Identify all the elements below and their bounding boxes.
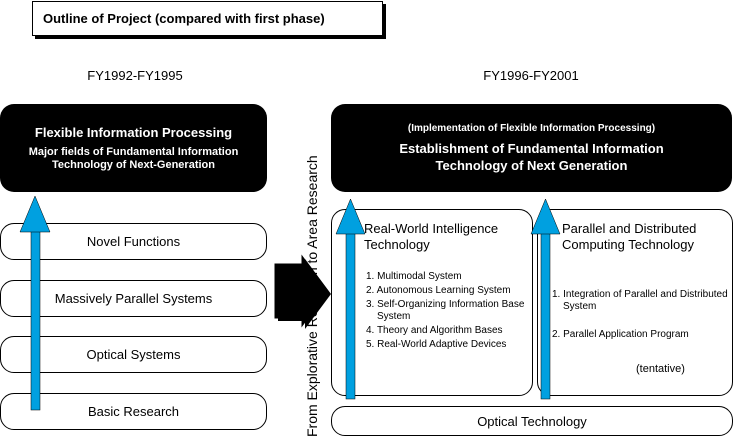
optical-technology-bar: Optical Technology	[331, 406, 733, 436]
list-item: 2. Autonomous Learning System	[366, 285, 511, 296]
right-header-box: (Implementation of Flexible Information …	[331, 104, 732, 192]
left-box-subtitle-2: Technology of Next-Generation	[52, 158, 215, 171]
left-item-massively-parallel: Massively Parallel Systems	[0, 280, 267, 317]
panel-left-title: Real-World Intelligence Technology	[364, 221, 532, 253]
left-item-label: Optical Systems	[86, 347, 181, 362]
panel-left-list: 1. Multimodal System 2. Autonomous Learn…	[366, 271, 526, 353]
left-box-title: Flexible Information Processing	[34, 124, 233, 140]
panel-right-title-1: Parallel and Distributed	[562, 221, 697, 236]
right-box-line-0: (Implementation of Flexible Information …	[407, 122, 656, 134]
outline-title-box: Outline of Project (compared with first …	[32, 1, 383, 36]
right-period-label: FY1996-FY2001	[483, 68, 579, 83]
left-box-subtitle-1: Major fields of Fundamental Information	[28, 145, 239, 158]
transition-arrow	[274, 254, 331, 329]
panel-right-up-arrow	[530, 198, 561, 400]
list-item: 1. Integration of Parallel and Distribut…	[552, 289, 728, 312]
left-period-label: FY1992-FY1995	[87, 68, 183, 83]
panel-right-title: Parallel and Distributed Computing Techn…	[562, 221, 730, 253]
panel-left-title-2: Technology	[364, 237, 430, 252]
panel-parallel-distributed	[537, 209, 733, 396]
transition-label: From Explorative Research to Area Resear…	[304, 155, 320, 437]
left-item-label: Massively Parallel Systems	[54, 291, 213, 306]
panel-real-world-intelligence	[331, 209, 533, 396]
panel-right-title-2: Computing Technology	[562, 237, 695, 252]
panel-right-list: 1. Integration of Parallel and Distribut…	[552, 289, 728, 343]
left-up-arrow	[19, 195, 51, 411]
right-box-line-2: Technology of Next Generation	[435, 157, 628, 173]
left-item-optical-systems: Optical Systems	[0, 336, 267, 373]
list-item: 5. Real-World Adaptive Devices	[366, 339, 507, 350]
panel-left-title-1: Real-World Intelligence	[364, 221, 499, 236]
outline-title: Outline of Project (compared with first …	[43, 11, 325, 26]
left-item-label: Novel Functions	[86, 234, 181, 249]
left-header-box: Flexible Information Processing Major fi…	[0, 104, 267, 192]
right-box-line-1: Establishment of Fundamental Information	[399, 140, 664, 156]
list-item: 4. Theory and Algorithm Bases	[366, 325, 503, 336]
left-item-basic-research: Basic Research	[0, 393, 267, 430]
left-item-label: Basic Research	[87, 404, 180, 419]
tentative-note: (tentative)	[636, 363, 685, 375]
panel-left-up-arrow	[335, 198, 366, 400]
list-item: 2. Parallel Application Program	[552, 329, 689, 340]
optical-technology-label: Optical Technology	[477, 413, 587, 429]
list-item: 1. Multimodal System	[366, 271, 462, 282]
list-item: 3. Self-Organizing Information Base Syst…	[366, 299, 525, 322]
